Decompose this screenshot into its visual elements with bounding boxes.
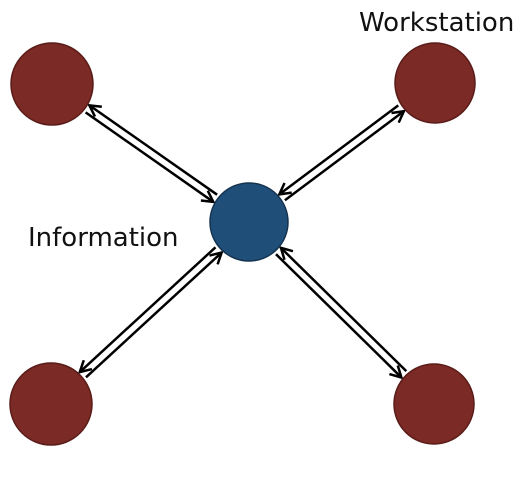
arrow-node-top-right-to-hub xyxy=(280,104,400,193)
workstation-node-top-left xyxy=(10,42,94,126)
arrow-hub-to-node-bottom-left xyxy=(81,246,217,371)
workstation-node-top-right xyxy=(394,42,476,124)
arrow-node-top-left-to-hub xyxy=(84,111,213,201)
workstation-label: Workstation xyxy=(359,8,515,38)
workstation-node-bottom-left xyxy=(9,362,93,446)
arrow-hub-to-node-top-left xyxy=(90,106,218,196)
nodes-layer xyxy=(9,42,476,446)
arrow-node-bottom-left-to-hub xyxy=(85,253,221,379)
edges-layer xyxy=(81,104,408,379)
arrow-hub-to-node-top-right xyxy=(284,112,403,202)
information-hub-node xyxy=(209,182,289,262)
arrow-hub-to-node-bottom-right xyxy=(275,253,401,377)
arrow-node-bottom-right-to-hub xyxy=(282,249,408,372)
information-label: Information xyxy=(28,223,179,253)
workstation-node-bottom-right xyxy=(393,363,475,445)
